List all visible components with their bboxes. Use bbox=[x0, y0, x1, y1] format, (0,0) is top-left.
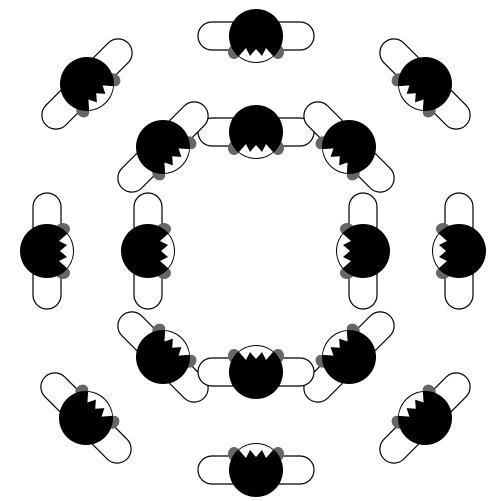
person-figure-inner-10 bbox=[103, 87, 223, 207]
person-figure-outer-6 bbox=[26, 358, 146, 478]
person-figure-outer-3 bbox=[20, 193, 74, 309]
person-figure-inner-9 bbox=[198, 105, 314, 159]
person-figure-inner-15 bbox=[289, 297, 409, 417]
person-figure-inner-16 bbox=[198, 345, 314, 399]
person-figure-outer-2 bbox=[365, 24, 485, 144]
person-figure-inner-14 bbox=[103, 297, 223, 417]
person-figure-outer-5 bbox=[27, 24, 147, 144]
person-figure-inner-12 bbox=[121, 193, 175, 309]
person-figure-outer-7 bbox=[365, 358, 485, 478]
person-figure-outer-8 bbox=[198, 443, 314, 497]
person-figure-outer-1 bbox=[198, 9, 314, 63]
person-figure-outer-4 bbox=[432, 193, 486, 309]
person-figure-inner-11 bbox=[289, 87, 409, 207]
person-figure-inner-13 bbox=[336, 193, 390, 309]
